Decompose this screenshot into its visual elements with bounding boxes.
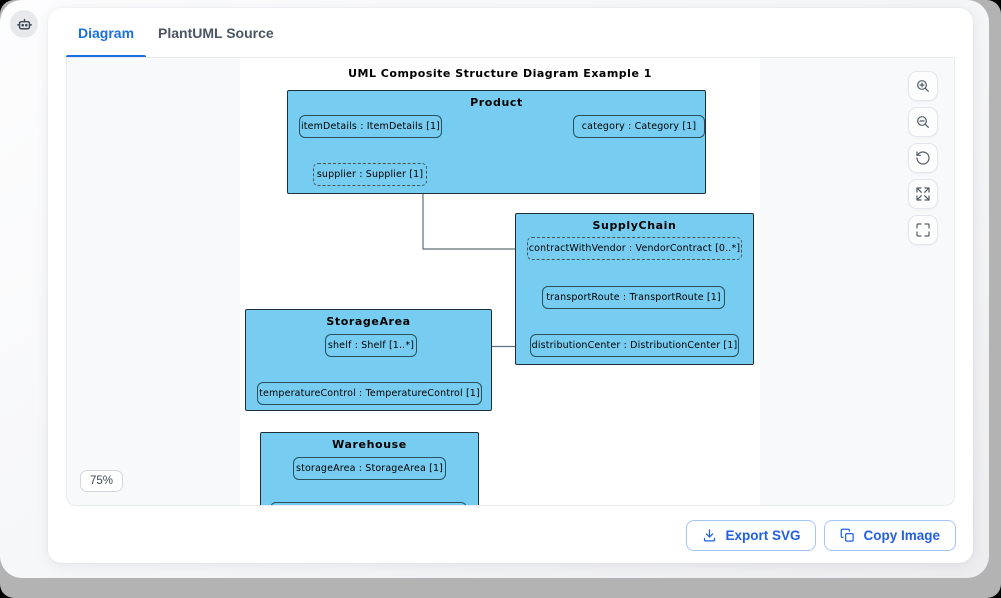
diagram-title: UML Composite Structure Diagram Example … bbox=[348, 67, 652, 80]
zoom-level-badge: 75% bbox=[80, 470, 124, 492]
card-footer: Export SVG Copy Image bbox=[686, 520, 956, 551]
copy-image-label: Copy Image bbox=[863, 528, 940, 543]
part-contractwithvendor: contractWithVendor : VendorContract [0..… bbox=[527, 237, 742, 260]
zoom-in-icon bbox=[915, 78, 931, 94]
component-supplychain: SupplyChain contractWithVendor : VendorC… bbox=[515, 213, 754, 365]
export-svg-label: Export SVG bbox=[725, 528, 801, 543]
expand-button[interactable] bbox=[908, 179, 938, 209]
copy-icon bbox=[840, 528, 855, 543]
component-storagearea-title: StorageArea bbox=[326, 315, 411, 328]
zoom-out-icon bbox=[915, 114, 931, 130]
part-storagearea-prop: storageArea : StorageArea [1] bbox=[293, 457, 446, 480]
zoom-out-button[interactable] bbox=[908, 107, 938, 137]
fullscreen-corners-icon bbox=[915, 222, 931, 238]
part-temperaturecontrol: temperatureControl : TemperatureControl … bbox=[257, 382, 482, 405]
tab-diagram-label: Diagram bbox=[78, 24, 135, 41]
robot-assistant-button[interactable] bbox=[10, 10, 38, 38]
reset-rotate-ccw-icon bbox=[915, 150, 931, 166]
fullscreen-button[interactable] bbox=[908, 215, 938, 245]
copy-image-button[interactable]: Copy Image bbox=[824, 520, 956, 551]
part-clipped bbox=[270, 502, 467, 505]
download-icon bbox=[702, 528, 717, 543]
tab-diagram[interactable]: Diagram bbox=[66, 8, 147, 57]
component-warehouse-title: Warehouse bbox=[332, 438, 407, 451]
part-itemdetails: itemDetails : ItemDetails [1] bbox=[299, 115, 442, 138]
tab-plantuml-source[interactable]: PlantUML Source bbox=[146, 8, 286, 57]
component-product: Product itemDetails : ItemDetails [1] ca… bbox=[287, 90, 706, 194]
part-supplier: supplier : Supplier [1] bbox=[313, 163, 427, 186]
robot-icon bbox=[16, 16, 33, 33]
zoom-toolbar bbox=[908, 71, 938, 245]
diagram-panel: UML Composite Structure Diagram Example … bbox=[66, 57, 955, 506]
reset-view-button[interactable] bbox=[908, 143, 938, 173]
component-warehouse: Warehouse storageArea : StorageArea [1] bbox=[260, 432, 479, 505]
tab-plantuml-source-label: PlantUML Source bbox=[158, 24, 274, 41]
zoom-in-button[interactable] bbox=[908, 71, 938, 101]
part-category: category : Category [1] bbox=[573, 115, 705, 138]
component-supplychain-title: SupplyChain bbox=[592, 219, 677, 232]
part-transportroute: transportRoute : TransportRoute [1] bbox=[542, 286, 725, 309]
export-svg-button[interactable]: Export SVG bbox=[686, 520, 817, 551]
expand-arrows-icon bbox=[915, 186, 931, 202]
part-distributioncenter: distributionCenter : DistributionCenter … bbox=[530, 334, 739, 357]
main-card: Diagram PlantUML Source UML Composite St… bbox=[48, 8, 973, 563]
tab-bar: Diagram PlantUML Source bbox=[48, 8, 973, 57]
component-product-title: Product bbox=[470, 96, 523, 109]
part-shelf: shelf : Shelf [1..*] bbox=[325, 334, 417, 357]
diagram-canvas[interactable]: UML Composite Structure Diagram Example … bbox=[240, 58, 760, 505]
component-storagearea: StorageArea shelf : Shelf [1..*] tempera… bbox=[245, 309, 492, 411]
app-window: Diagram PlantUML Source UML Composite St… bbox=[0, 0, 989, 578]
